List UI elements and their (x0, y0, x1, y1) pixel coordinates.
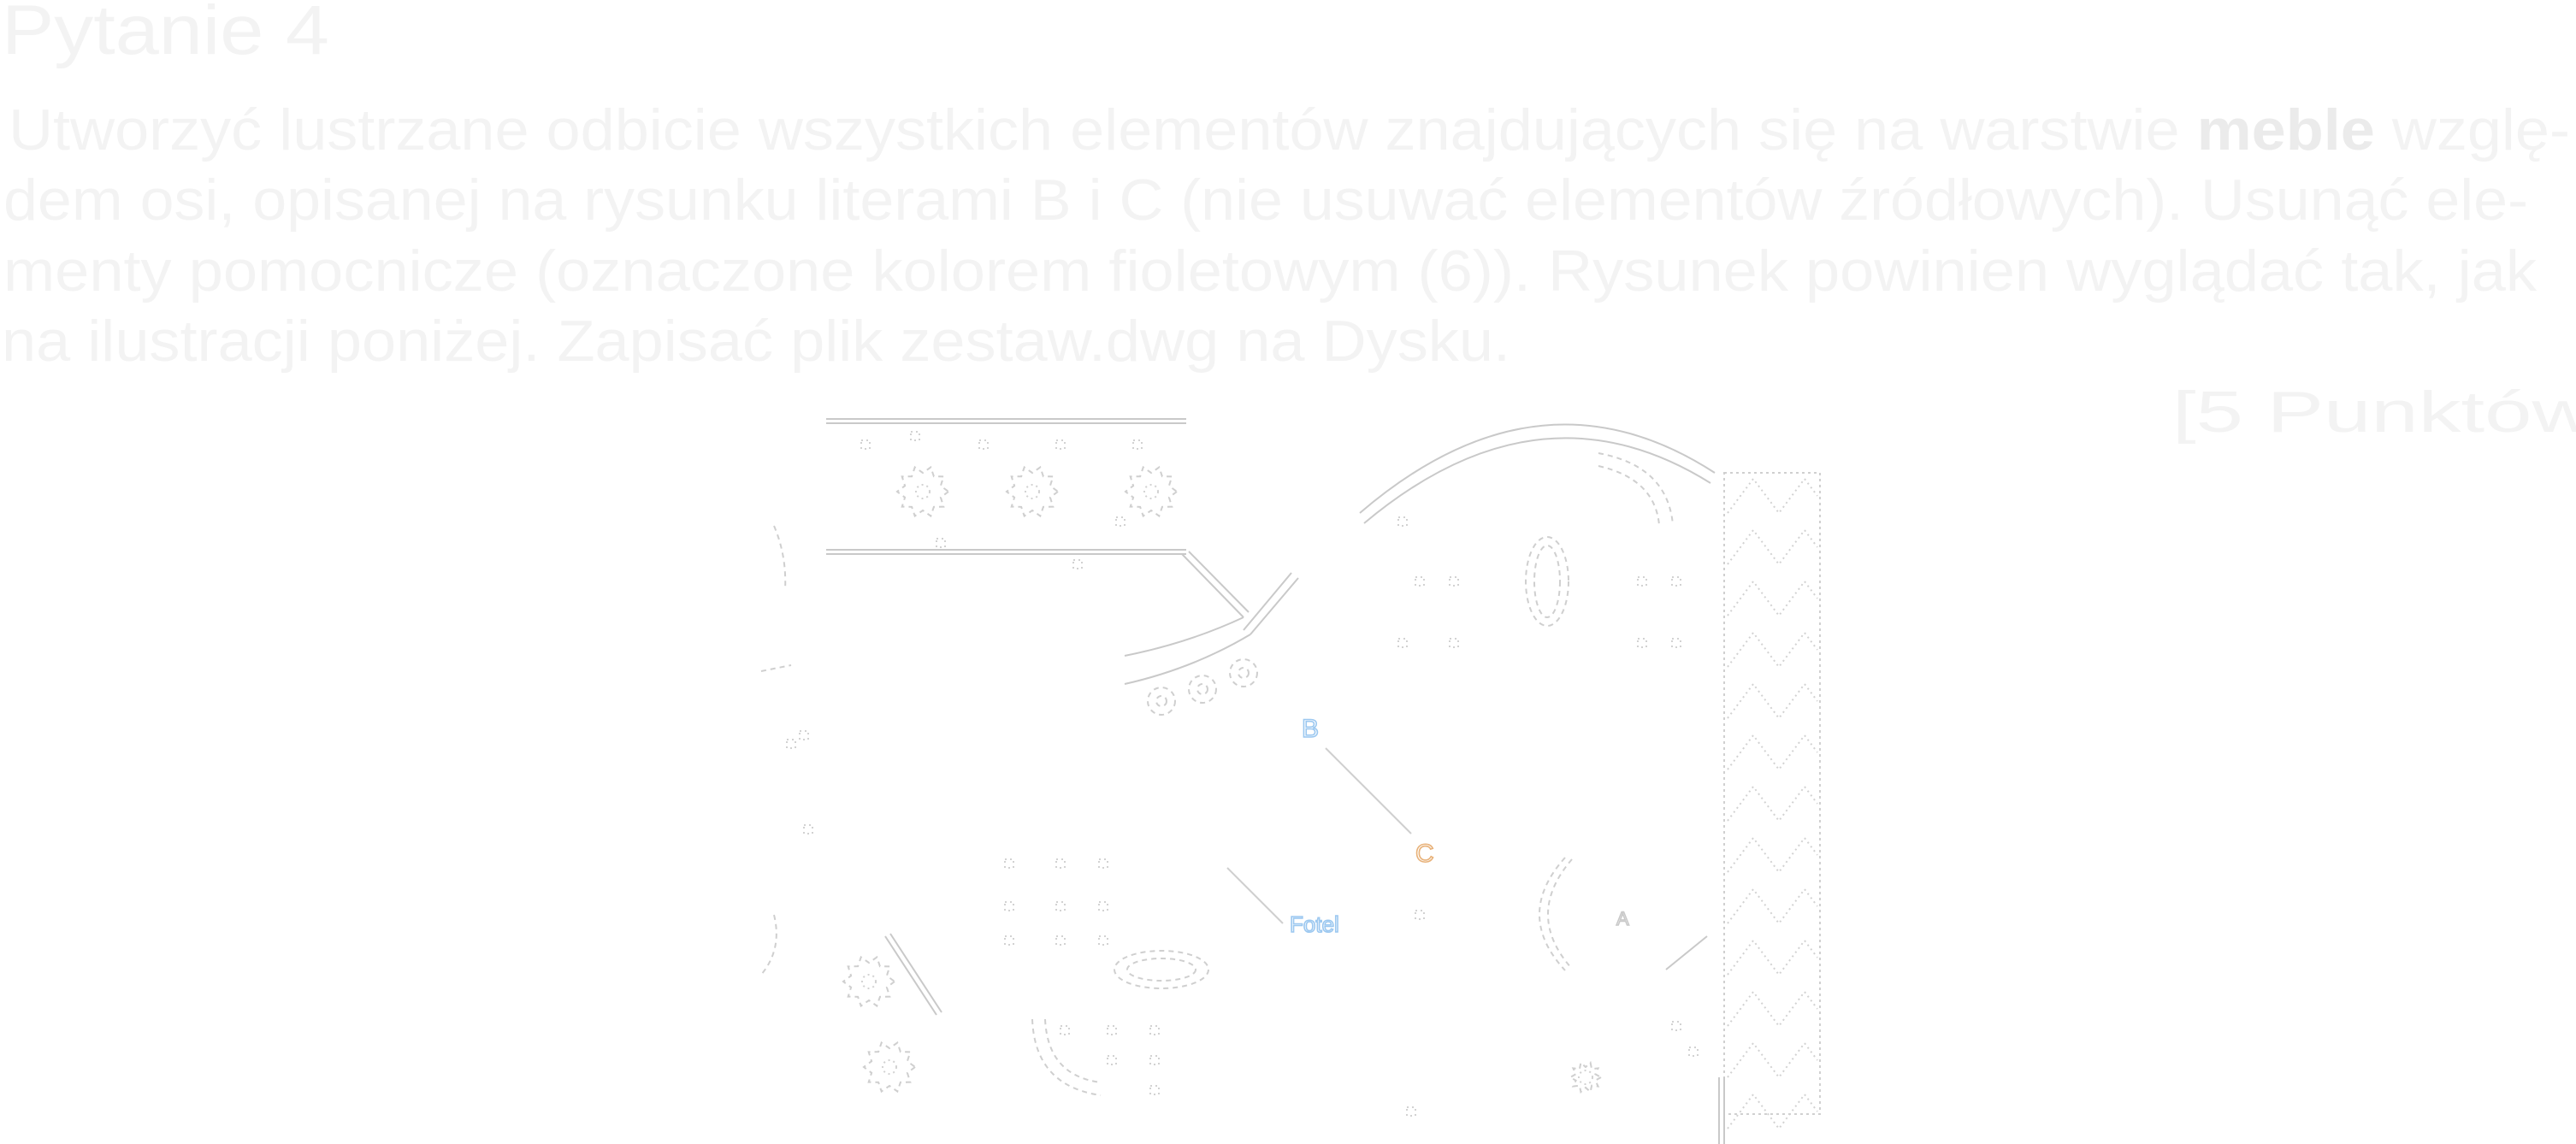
dimension-mark (1671, 638, 1681, 648)
dimension-mark (1055, 858, 1066, 869)
hatch-line (1727, 887, 1818, 925)
dimension-mark (803, 824, 813, 834)
gear-center (861, 974, 877, 989)
dimension-mark (799, 730, 809, 740)
dimension-mark (978, 439, 989, 450)
gear-shape (1005, 465, 1060, 518)
dimension-mark (1671, 576, 1681, 587)
hatch-line (1727, 785, 1818, 823)
dimension-mark (1004, 858, 1014, 869)
dimension-marks (786, 431, 1699, 1117)
gear-shape (1124, 465, 1179, 518)
label-fotel: Fotel (1290, 911, 1339, 937)
hatch-line (1727, 1093, 1818, 1130)
question-line-1: Utworzyć lustrzane odbicie wszystkich el… (9, 97, 2570, 162)
dimension-mark (1449, 576, 1459, 587)
dimension-mark (1055, 935, 1066, 946)
small-circles (1147, 658, 1258, 716)
hatch-line (1727, 734, 1818, 771)
dimension-mark (1107, 1025, 1117, 1035)
gear-center (915, 484, 931, 499)
question-line-1-end: wzglę- (2375, 97, 2570, 162)
axis-label-b: B (1302, 715, 1319, 743)
dimension-mark (1098, 858, 1108, 869)
dimension-mark (1688, 1047, 1699, 1057)
gear-center (1578, 1070, 1593, 1085)
gear-center (1025, 484, 1040, 499)
hatch-line (1727, 836, 1818, 874)
lower-left-elements (760, 525, 1708, 1096)
dimension-mark (860, 439, 871, 450)
hatch-line (1727, 528, 1818, 566)
mirror-axis (1226, 747, 1412, 924)
decorative-plant-gears (842, 465, 1604, 1094)
gear-shape (1568, 1060, 1604, 1094)
dimension-mark (1406, 1106, 1416, 1117)
question-line-4: na ilustracji poniżej. Zapisać plik zest… (2, 309, 1510, 374)
hatch-line (1727, 990, 1818, 1028)
gear-shape (842, 955, 896, 1008)
dimension-mark (1149, 1085, 1160, 1095)
dimension-mark (1449, 638, 1459, 648)
diagonal-lines (1124, 551, 1299, 685)
layer-name-meble: meble (2197, 97, 2375, 162)
dimension-mark (910, 431, 920, 441)
dimension-mark (1415, 910, 1425, 920)
dimension-mark (1132, 439, 1143, 450)
hatch-line (1727, 939, 1818, 976)
hatch-line (1727, 631, 1818, 669)
question-line-2: dem osi, opisanej na rysunku literami B … (3, 168, 2528, 233)
dimension-mark (1671, 1021, 1681, 1031)
hatched-wall (1718, 472, 1821, 1144)
dimension-mark (1004, 901, 1014, 911)
question-line-1-start: Utworzyć lustrzane odbicie wszystkich el… (9, 97, 2197, 162)
dimension-mark (1072, 559, 1083, 569)
hatch-line (1727, 477, 1818, 515)
points-label: [5 Punktów] (2172, 380, 2576, 445)
dimension-mark (1055, 901, 1066, 911)
question-line-3: menty pomocnicze (oznaczone kolorem fiol… (3, 239, 2538, 304)
cad-drawing-illustration: B C A Fotel (760, 418, 1821, 1144)
dimension-mark (1004, 935, 1014, 946)
dimension-mark (1149, 1025, 1160, 1035)
hatch-line (1727, 1041, 1818, 1079)
dimension-mark (1107, 1055, 1117, 1065)
gear-shape (862, 1041, 917, 1094)
dimension-mark (936, 538, 946, 548)
dimension-mark (1115, 516, 1126, 527)
gear-center (1143, 484, 1159, 499)
dimension-mark (1397, 516, 1408, 527)
dimension-mark (1397, 638, 1408, 648)
gear-center (882, 1059, 897, 1075)
dimension-mark (786, 739, 796, 749)
gear-shape (895, 465, 950, 518)
dimension-mark (1415, 576, 1425, 587)
question-title: Pytanie 4 (2, 0, 329, 69)
hatch-line (1727, 682, 1818, 720)
dimension-mark (1149, 1055, 1160, 1065)
hatch-line (1727, 580, 1818, 617)
label-a: A (1616, 908, 1629, 929)
right-arcs (1359, 423, 1716, 971)
table-top-edge (826, 418, 1186, 555)
dimension-mark (1060, 1025, 1070, 1035)
axis-label-c: C (1415, 840, 1434, 868)
dimension-mark (1098, 935, 1108, 946)
dimension-mark (1637, 638, 1647, 648)
dimension-mark (1098, 901, 1108, 911)
dimension-mark (1055, 439, 1066, 450)
dimension-mark (1637, 576, 1647, 587)
